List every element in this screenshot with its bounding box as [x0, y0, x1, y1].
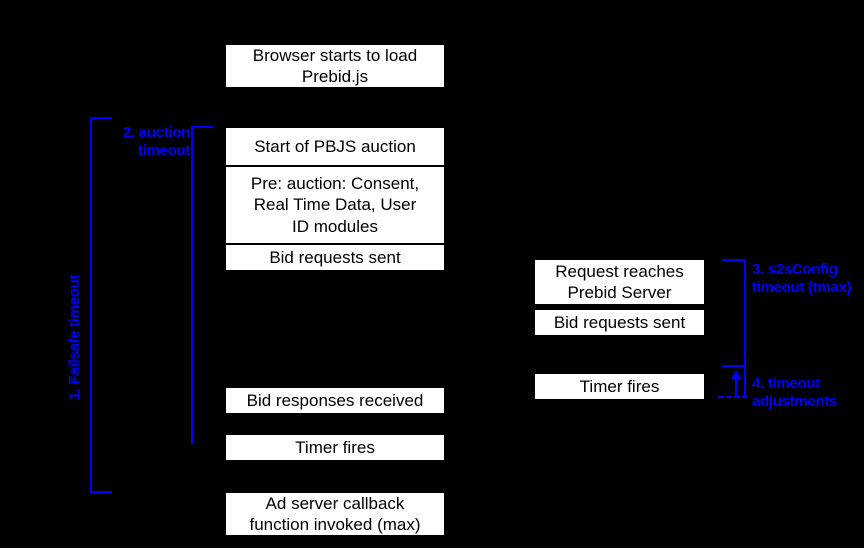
flow-box-pre-auction: Pre: auction: Consent, Real Time Data, U… — [225, 166, 445, 244]
timeout-adjustments-connector — [744, 367, 746, 397]
annotation-auction-timeout: 2. auction timeout — [122, 124, 190, 160]
flow-box-auction-start: Start of PBJS auction — [225, 127, 445, 166]
flow-box-browser-load: Browser starts to load Prebid.js — [225, 44, 445, 88]
s2sconfig-bracket-spine — [744, 259, 746, 367]
annotation-failsafe-timeout: 1. Failsafe timeout — [66, 274, 83, 400]
timeout-adjustments-arrow-head — [731, 370, 741, 379]
failsafe-bracket-bottom-tick — [90, 491, 112, 493]
failsafe-bracket-top-tick — [90, 117, 112, 119]
s2sconfig-bracket-top-tick — [722, 259, 746, 261]
annotation-timeout-adjustments: 4. timeout adjustments — [752, 375, 838, 411]
s2sconfig-bracket-bottom-tick — [722, 365, 746, 367]
flow-box-ad-server-callback: Ad server callback function invoked (max… — [225, 492, 445, 536]
annotation-s2sconfig-timeout: 3. s2sConfig timeout (tmax) — [752, 261, 852, 297]
flow-box-server-timer-fires: Timer fires — [534, 373, 705, 400]
flow-box-server-bid-requests-sent: Bid requests sent — [534, 309, 705, 336]
flow-box-request-reaches-server: Request reaches Prebid Server — [534, 259, 705, 305]
timeout-adjustments-arrow-shaft — [735, 378, 737, 397]
auction-bracket-top-tick — [191, 126, 213, 128]
auction-bracket-spine — [191, 126, 193, 444]
flow-box-timer-fires: Timer fires — [225, 434, 445, 461]
timeout-adjustments-dashed-baseline — [718, 396, 748, 398]
failsafe-bracket-spine — [90, 117, 92, 493]
flow-box-bid-responses-received: Bid responses received — [225, 387, 445, 414]
flow-box-bid-requests-sent: Bid requests sent — [225, 244, 445, 271]
